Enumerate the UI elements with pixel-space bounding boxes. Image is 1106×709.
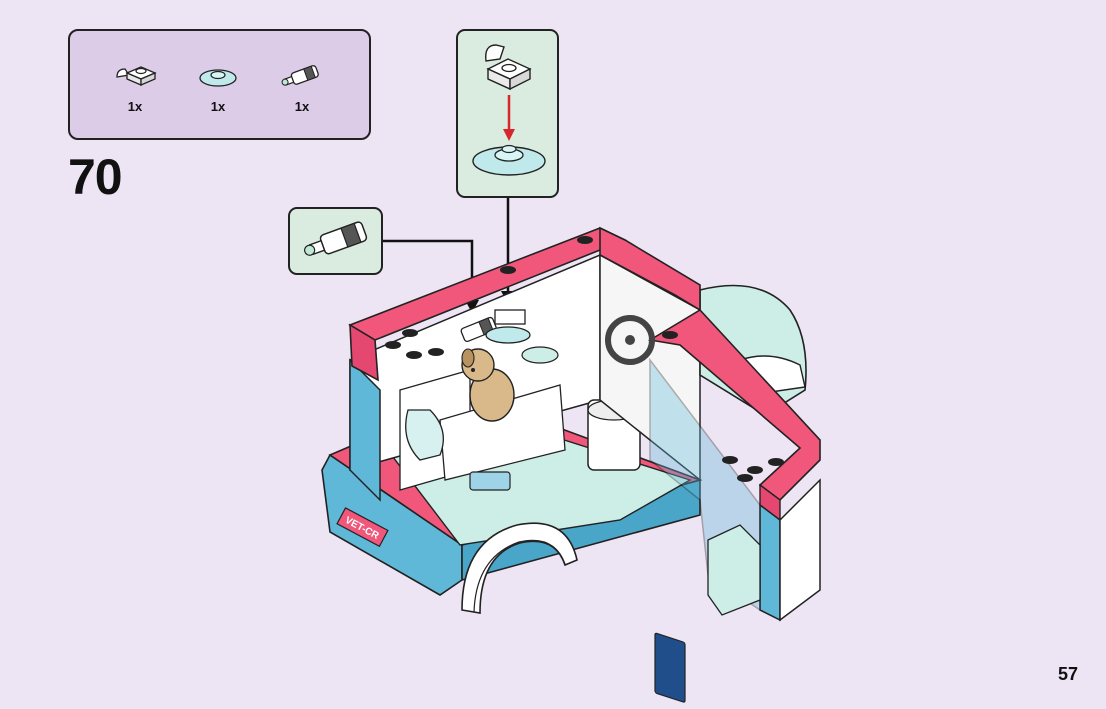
page-number: 57 — [1058, 664, 1078, 685]
